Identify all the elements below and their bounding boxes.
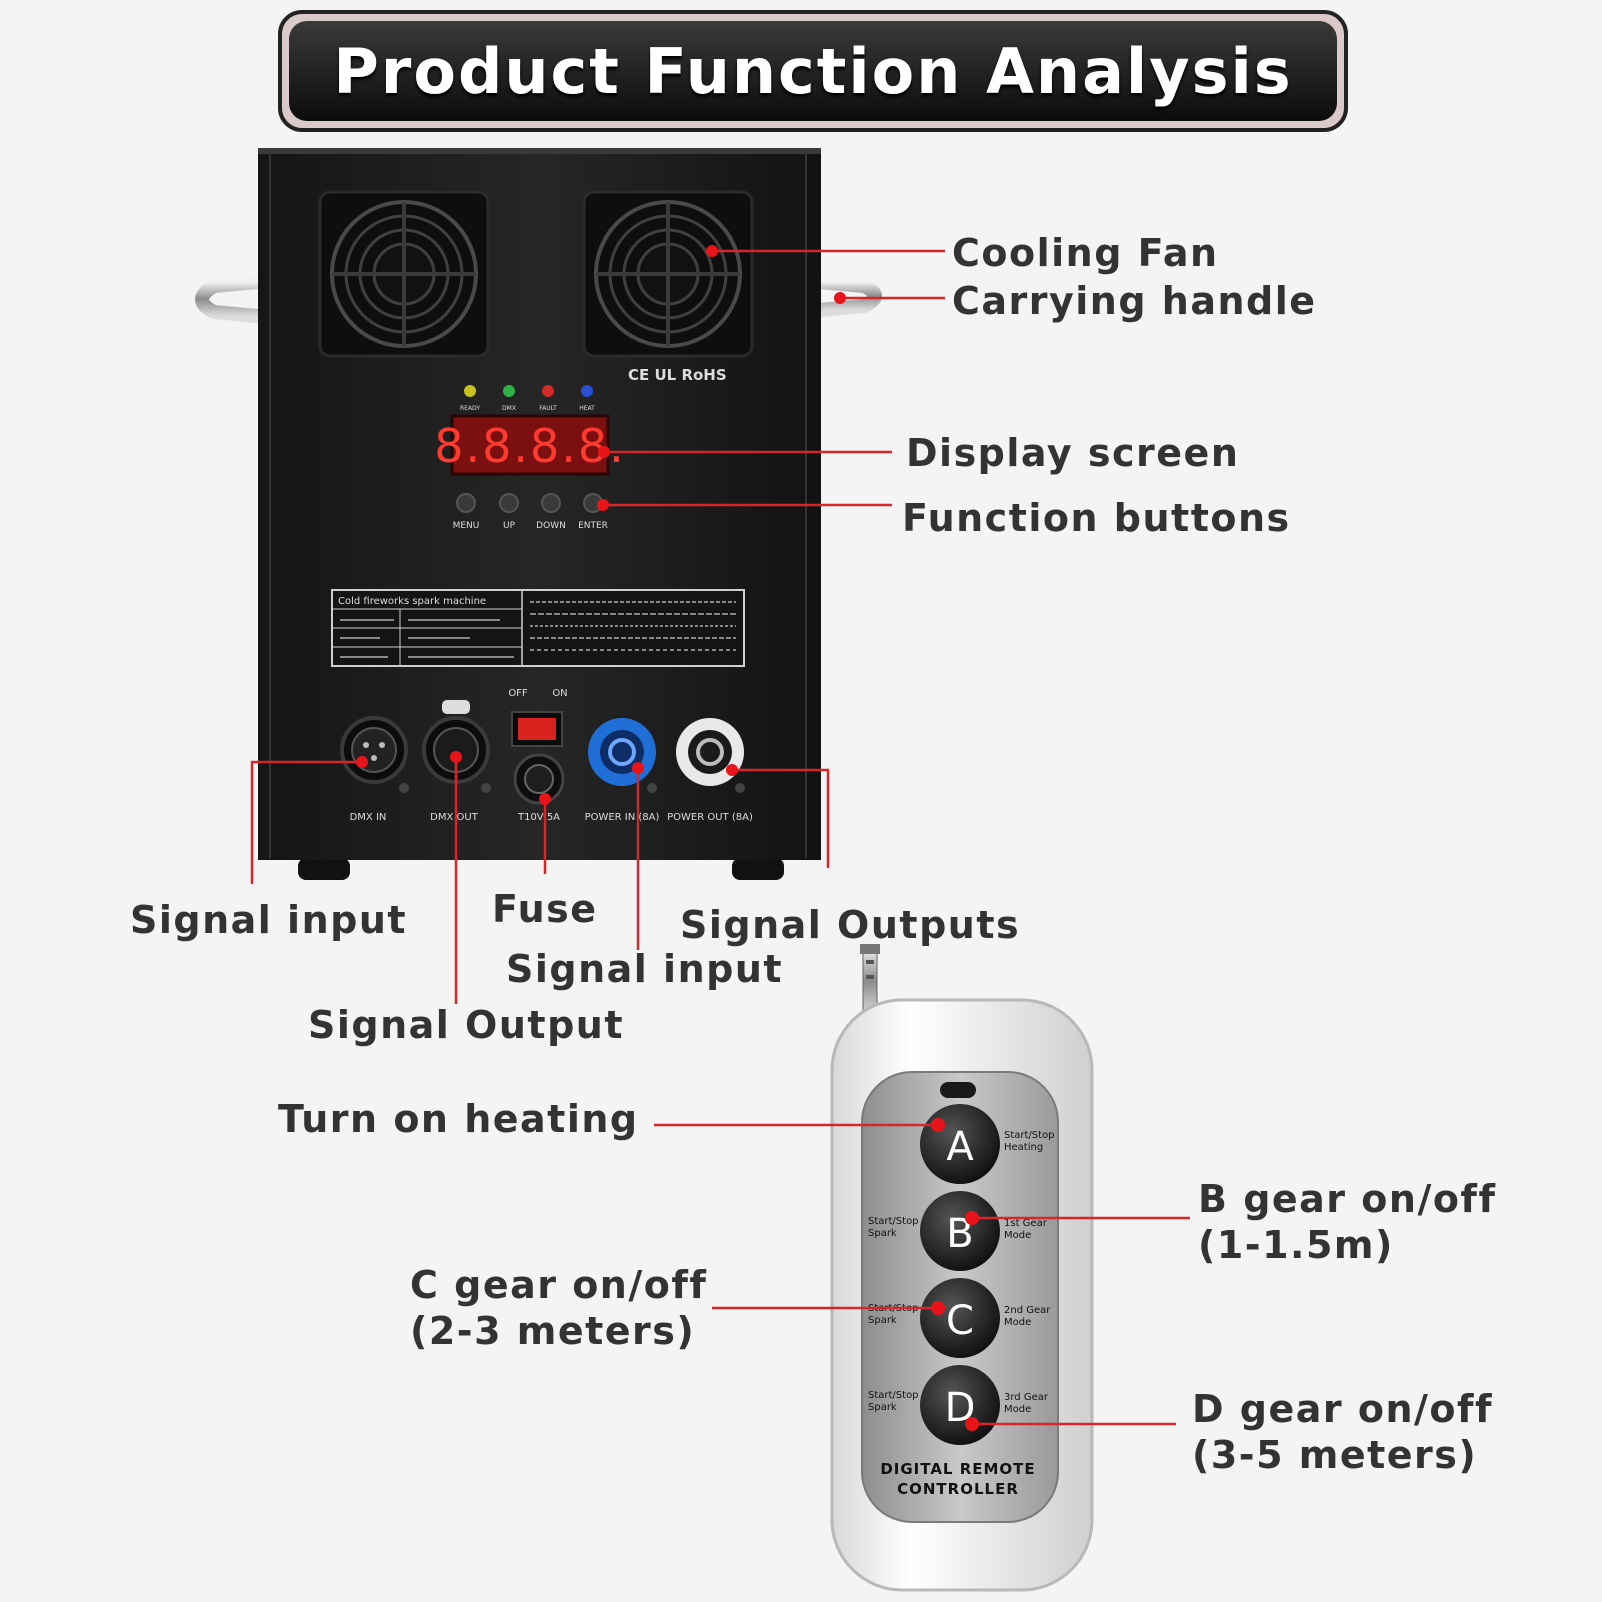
label-signal-input-center: Signal input <box>506 947 784 991</box>
remote-led <box>940 1082 976 1098</box>
button-label-enter: ENTER <box>578 521 608 531</box>
dot-signal-outputs <box>726 764 738 776</box>
leader-signal-input-1 <box>250 760 362 884</box>
label-function-buttons: Function buttons <box>902 496 1291 540</box>
leader-signal-outputs <box>732 768 830 868</box>
label-fuse: Fuse <box>492 887 598 931</box>
port-label-fuse: T10V 5A <box>517 812 560 823</box>
panel-screws <box>399 783 745 793</box>
dot-fuse <box>539 793 551 805</box>
display-screen: 8.8.8.8. <box>434 414 626 476</box>
note-d-left-2: Spark <box>868 1402 897 1413</box>
note-b-right-1: 1st Gear <box>1004 1218 1048 1229</box>
note-d-right-2: Mode <box>1004 1404 1031 1415</box>
dot-carrying-handle <box>834 292 846 304</box>
led-label-ready: READY <box>460 405 480 412</box>
label-turn-on-heating: Turn on heating <box>278 1097 639 1141</box>
leader-dots <box>356 245 979 1431</box>
remote-key-c: C <box>920 1278 1000 1358</box>
note-a-right-1: Start/Stop <box>1004 1130 1055 1141</box>
led-label-fault: FAULT <box>539 405 557 412</box>
function-buttons: MENU UP DOWN ENTER <box>453 493 608 531</box>
port-label-power-in: POWER IN (8A) <box>585 812 660 823</box>
fuse-holder <box>513 753 565 805</box>
label-signal-outputs: Signal Outputs <box>680 903 1021 947</box>
dot-cooling-fan <box>706 245 718 257</box>
remote-key-b: B <box>920 1191 1000 1271</box>
dot-key-b <box>965 1211 979 1225</box>
dot-key-d <box>965 1417 979 1431</box>
label-d-gear-line1: D gear on/off <box>1192 1387 1494 1431</box>
left-handle <box>195 275 265 323</box>
cooling-fan-right <box>582 190 754 358</box>
label-c-gear-line1: C gear on/off <box>410 1263 708 1307</box>
power-switch: OFF ON <box>508 688 568 747</box>
body-top-edge <box>258 148 821 154</box>
label-c-gear-line2: (2-3 meters) <box>410 1309 696 1353</box>
button-label-menu: MENU <box>453 521 480 531</box>
title-plate: Product Function Analysis <box>289 21 1337 121</box>
spec-plate-title: Cold fireworks spark machine <box>338 596 486 607</box>
display-readout: 8.8.8.8. <box>434 419 626 473</box>
note-c-right-2: Mode <box>1004 1317 1031 1328</box>
remote-brand-line1: DIGITAL REMOTE <box>880 1460 1035 1478</box>
dot-signal-input-2 <box>632 762 644 774</box>
foot-left <box>298 858 350 880</box>
note-b-left-1: Start/Stop <box>868 1216 919 1227</box>
note-c-right-1: 2nd Gear <box>1004 1305 1051 1316</box>
note-b-right-2: Mode <box>1004 1230 1031 1241</box>
remote-key-a: A <box>920 1104 1000 1184</box>
label-cooling-fan: Cooling Fan <box>952 231 1219 275</box>
dot-key-c <box>931 1301 945 1315</box>
leader-lines <box>250 249 1190 1426</box>
note-c-left-2: Spark <box>868 1315 897 1326</box>
dot-display-screen <box>598 446 610 458</box>
led-label-heat: HEAT <box>579 405 595 412</box>
label-d-gear-line2: (3-5 meters) <box>1192 1433 1478 1477</box>
label-signal-input-left: Signal input <box>130 898 408 942</box>
remote-key-c-letter: C <box>946 1298 974 1344</box>
label-display-screen: Display screen <box>906 431 1240 475</box>
note-d-left-1: Start/Stop <box>868 1390 919 1401</box>
port-label-dmx-out: DMX OUT <box>430 812 479 823</box>
dot-function-buttons <box>597 499 609 511</box>
remote-key-a-letter: A <box>946 1124 974 1170</box>
remote-key-d: D <box>920 1365 1000 1445</box>
note-a-right-2: Heating <box>1004 1142 1043 1153</box>
dot-signal-output <box>450 751 462 763</box>
dmx-out-port <box>422 700 490 784</box>
indicator-leds: READY DMX FAULT HEAT <box>460 385 595 412</box>
remote-control: A B C D Start/Stop Heating Start/Stop Sp… <box>830 944 1094 1592</box>
note-d-right-1: 3rd Gear <box>1004 1392 1049 1403</box>
remote-brand-line2: CONTROLLER <box>897 1480 1019 1498</box>
button-label-down: DOWN <box>536 521 566 531</box>
port-labels: DMX IN DMX OUT T10V 5A POWER IN (8A) POW… <box>350 812 753 823</box>
cooling-fan-left <box>318 190 490 358</box>
switch-off-label: OFF <box>508 688 528 699</box>
spec-plate: Cold fireworks spark machine <box>331 589 745 667</box>
label-carrying-handle: Carrying handle <box>952 279 1317 323</box>
right-handle <box>813 275 882 317</box>
power-in-port <box>588 718 656 786</box>
dot-key-a <box>931 1118 945 1132</box>
cert-marks: CE UL RoHS <box>628 366 727 384</box>
dot-signal-input-1 <box>356 756 368 768</box>
button-label-up: UP <box>503 521 516 531</box>
port-label-dmx-in: DMX IN <box>350 812 387 823</box>
label-b-gear-line2: (1-1.5m) <box>1198 1223 1394 1267</box>
led-label-dmx: DMX <box>502 405 516 412</box>
dmx-in-port <box>340 716 408 784</box>
page-title: Product Function Analysis <box>333 34 1293 108</box>
title-banner: Product Function Analysis <box>278 10 1348 132</box>
switch-on-label: ON <box>552 688 567 699</box>
port-label-power-out: POWER OUT (8A) <box>667 812 753 823</box>
label-b-gear-line1: B gear on/off <box>1198 1177 1497 1221</box>
note-b-left-2: Spark <box>868 1228 897 1239</box>
label-signal-output: Signal Output <box>308 1003 624 1047</box>
foot-right <box>732 858 784 880</box>
power-out-port <box>676 718 744 786</box>
